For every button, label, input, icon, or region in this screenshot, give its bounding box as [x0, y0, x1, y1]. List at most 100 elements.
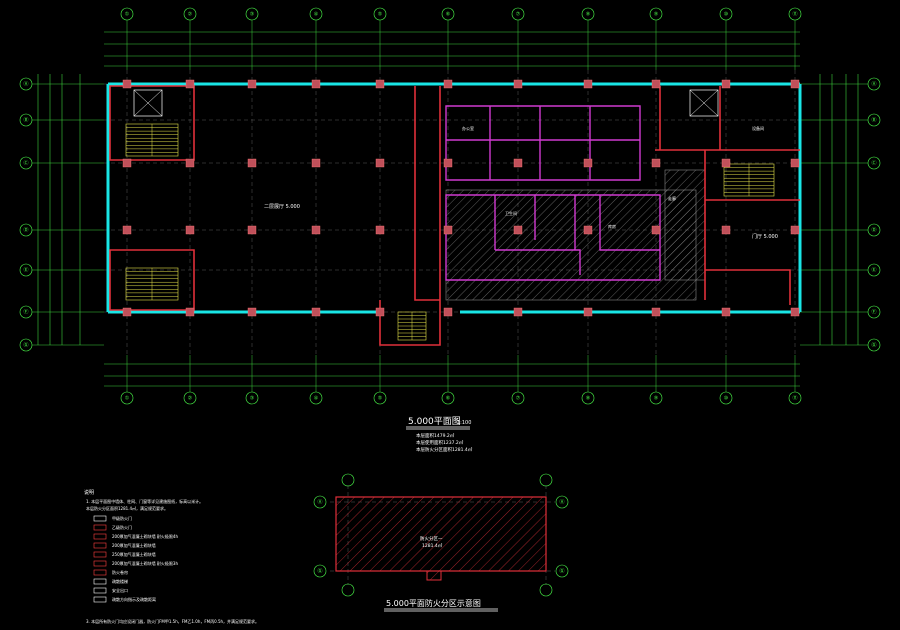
svg-text:⑤: ⑤: [378, 12, 382, 18]
svg-text:⑥: ⑥: [446, 12, 451, 18]
office-partitions-south: [494, 195, 660, 275]
room-label-lobby: 门厅 5.000: [752, 233, 778, 240]
axis-bubble-bottom-6: ⑥: [441, 391, 455, 405]
axis-bubble-bottom-11: ⑪: [788, 391, 802, 405]
structural-columns: [122, 79, 800, 317]
axis-bubble-left-3: Ⓒ: [19, 156, 33, 170]
svg-text:③: ③: [250, 12, 254, 18]
svg-text:Ⓑ: Ⓑ: [871, 117, 876, 124]
axis-bubble-left-6: Ⓕ: [19, 305, 33, 319]
hatched-zone: [445, 189, 697, 301]
svg-text:⑩: ⑩: [724, 396, 729, 402]
office-block-south: [445, 194, 661, 281]
plan-title-block: 5.000平面图 1:100 本层面积1479.2㎡ 本层使用面积1237.2㎡…: [406, 416, 473, 453]
axis-bubble-bottom-7: ⑦: [511, 391, 525, 405]
svg-text:疏散方向指示及疏散距离: 疏散方向指示及疏散距离: [112, 596, 156, 602]
svg-text:⑧: ⑧: [586, 12, 591, 18]
svg-text:⑦: ⑦: [516, 396, 521, 402]
axis-bubble-left-2: Ⓑ: [19, 113, 33, 127]
fire-zone-area: [335, 496, 547, 572]
axis-bubble-right-5: Ⓔ: [867, 263, 881, 277]
svg-text:⑪: ⑪: [792, 395, 797, 402]
stair-treads: [126, 124, 774, 340]
axis-bubble-left-5: Ⓔ: [19, 263, 33, 277]
axis-bubble-bottom-5: ⑤: [373, 391, 387, 405]
svg-text:Ⓑ: Ⓑ: [23, 117, 28, 124]
axis-bubble-left-7: Ⓖ: [19, 338, 33, 352]
axis-bubble-bottom-9: ⑨: [649, 391, 663, 405]
svg-text:安全出口: 安全出口: [112, 587, 128, 593]
floor-plan: 二层展厅 5.000 门厅 5.000 办公室 库房 卫生间 设备间 走廊: [106, 79, 802, 346]
notes-footer: 3. 本层所有防火门均应设闭门器，防火门FM甲1.5h，FM乙1.0h，FM丙0…: [86, 618, 259, 624]
svg-text:Ⓖ: Ⓖ: [871, 342, 876, 349]
elevator-walls: [659, 86, 721, 150]
fire-zone-axis-left-top: Ⓐ: [317, 499, 322, 506]
svg-text:⑩: ⑩: [724, 12, 729, 18]
svg-text:①: ①: [125, 12, 130, 18]
axis-bubble-left-1: Ⓐ: [19, 77, 33, 91]
partition-wall-1: [414, 86, 440, 301]
left-axis-bubbles: Ⓐ Ⓑ Ⓒ Ⓓ Ⓔ Ⓕ Ⓖ: [19, 77, 104, 352]
svg-text:Ⓐ: Ⓐ: [871, 81, 876, 88]
axis-bubble-bottom-3: ③: [245, 391, 259, 405]
svg-text:Ⓖ: Ⓖ: [23, 342, 28, 349]
fire-zone-title: 5.000平面防火分区示意图: [386, 598, 481, 608]
notes-item-1: 1. 本层平面图中墙体、柱网、门窗等详见建施图纸，标高以米计。: [86, 498, 203, 504]
svg-text:200厚加气混凝土砌块墙: 200厚加气混凝土砌块墙: [112, 542, 156, 548]
legend-item: 疏散楼梯: [93, 578, 128, 585]
legend-item: 200厚加气混凝土砌块墙 耐火极限4h: [93, 533, 178, 540]
axis-bubble-left-4: Ⓓ: [19, 223, 33, 237]
room-label-storage: 库房: [608, 223, 616, 229]
plan-title: 5.000平面图: [408, 416, 461, 427]
fire-zone-area-value: 1281.4㎡: [422, 542, 443, 549]
svg-text:③: ③: [250, 396, 254, 402]
svg-text:⑤: ⑤: [378, 396, 382, 402]
fire-zone-axis-right-bottom: Ⓖ: [559, 568, 564, 575]
room-label-office: 办公室: [462, 125, 474, 131]
axis-bubble-bottom-4: ④: [309, 391, 323, 405]
notes-item-2: 本层防火分区面积1281.4㎡，满足规范要求。: [86, 505, 168, 511]
svg-text:②: ②: [188, 12, 193, 18]
svg-text:⑪: ⑪: [792, 11, 797, 18]
axis-bubble-top-1: ①: [120, 7, 134, 21]
plan-stat-2: 本层使用面积1237.2㎡: [416, 439, 464, 446]
legend-item: 200厚加气混凝土砌块墙: [93, 542, 156, 549]
axis-bubble-top-3: ③: [245, 7, 259, 21]
plan-stat-3: 本层防火分区面积1281.4㎡: [416, 446, 473, 453]
axis-bubble-top-2: ②: [183, 7, 197, 21]
svg-text:乙级防火门: 乙级防火门: [112, 524, 132, 530]
right-dimensions: [819, 74, 859, 345]
axis-bubble-top-6: ⑥: [441, 7, 455, 21]
hatched-zone-east: [664, 169, 706, 281]
plan-stat-1: 本层面积1479.2㎡: [416, 432, 455, 439]
svg-text:200厚加气混凝土砌块墙 耐火极限4h: 200厚加气混凝土砌块墙 耐火极限4h: [112, 533, 178, 539]
svg-text:④: ④: [314, 12, 319, 18]
legend-item: 乙级防火门: [93, 524, 132, 531]
svg-text:⑦: ⑦: [516, 12, 521, 18]
svg-text:Ⓐ: Ⓐ: [23, 81, 28, 88]
axis-bubble-bottom-2: ②: [183, 391, 197, 405]
svg-text:②: ②: [188, 396, 193, 402]
east-partitions: [655, 149, 800, 300]
svg-text:⑥: ⑥: [446, 396, 451, 402]
legend-item: 疏散方向指示及疏散距离: [93, 596, 156, 603]
legend-item: 甲级防火门: [93, 515, 132, 522]
elevator-shafts: [133, 89, 719, 117]
legend-item: 200厚加气混凝土砌块墙 耐火极限3h: [93, 560, 178, 567]
axis-bubble-top-7: ⑦: [511, 7, 525, 21]
notes-block: 说明 1. 本层平面图中墙体、柱网、门窗等详见建施图纸，标高以米计。 本层防火分…: [84, 489, 259, 624]
axis-bubble-top-10: ⑩: [719, 7, 733, 21]
svg-text:Ⓒ: Ⓒ: [23, 160, 28, 167]
svg-text:防火卷帘: 防火卷帘: [112, 569, 128, 575]
axis-bubble-bottom-8: ⑧: [581, 391, 595, 405]
svg-text:⑨: ⑨: [654, 396, 658, 402]
room-label-equipment: 设备间: [752, 125, 764, 131]
svg-text:Ⓔ: Ⓔ: [871, 267, 876, 274]
fire-zone-axis-right-top: Ⓐ: [559, 499, 564, 506]
svg-text:Ⓔ: Ⓔ: [23, 267, 28, 274]
axis-bubble-top-9: ⑨: [649, 7, 663, 21]
axis-bubble-right-6: Ⓕ: [867, 305, 881, 319]
